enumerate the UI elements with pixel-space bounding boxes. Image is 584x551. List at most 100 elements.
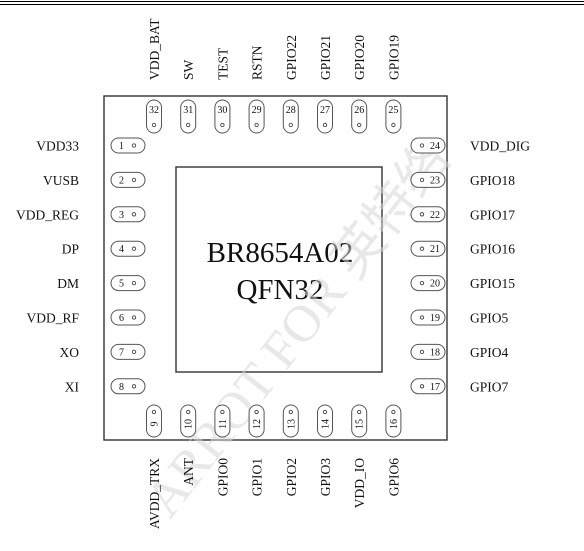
pin-contact-dot bbox=[186, 122, 191, 128]
pin-right-22: 22 GPIO17 bbox=[410, 206, 515, 223]
pin-name: GPIO4 bbox=[470, 345, 509, 360]
pin-contact-dot bbox=[220, 409, 225, 415]
pin-number: 2 bbox=[119, 175, 124, 186]
pin-left-5: 5DM bbox=[57, 275, 146, 292]
pin-contact-dot bbox=[131, 177, 137, 183]
pin-number: 12 bbox=[252, 419, 263, 429]
pin-number: 32 bbox=[149, 105, 159, 116]
pin-name: DP bbox=[62, 242, 79, 257]
pin-left-3: 3 VDD_REG bbox=[16, 206, 146, 223]
pin-name: VDD_REG bbox=[16, 207, 79, 222]
pin-contact-dot bbox=[131, 280, 137, 286]
pin-contact-dot bbox=[288, 122, 293, 128]
pin-name: GPIO20 bbox=[352, 35, 367, 80]
pin-name: GPIO3 bbox=[318, 458, 333, 497]
pin-pad bbox=[180, 404, 197, 438]
pin-pad bbox=[248, 404, 265, 438]
pin-contact-dot bbox=[419, 212, 425, 217]
pin-pad bbox=[110, 378, 146, 395]
pin-number: 24 bbox=[430, 141, 440, 152]
pin-contact-dot bbox=[391, 122, 396, 128]
pin-name: GPIO7 bbox=[470, 379, 509, 394]
pin-contact-dot bbox=[419, 246, 425, 251]
pin-name: GPIO19 bbox=[386, 35, 401, 80]
pin-name: ANT bbox=[181, 457, 196, 485]
pin-number: 1 bbox=[119, 141, 124, 152]
pin-name: GPIO6 bbox=[386, 458, 401, 497]
pin-name: GPIO5 bbox=[470, 311, 509, 326]
pin-number: 25 bbox=[388, 105, 398, 116]
pin-name: GPIO21 bbox=[318, 35, 333, 80]
pin-number: 18 bbox=[430, 347, 440, 358]
pin-pad bbox=[385, 404, 402, 438]
pin-pad bbox=[110, 206, 146, 223]
pin-right-17: 17 GPIO7 bbox=[410, 378, 509, 395]
pin-number: 22 bbox=[430, 210, 440, 221]
pin-pad bbox=[110, 171, 146, 188]
pin-pad bbox=[146, 404, 162, 438]
pin-number: 13 bbox=[286, 419, 297, 429]
pin-pad bbox=[410, 137, 446, 154]
pin-pad bbox=[110, 275, 146, 292]
pin-name: GPIO16 bbox=[470, 242, 515, 257]
pin-number: 28 bbox=[286, 105, 296, 116]
pin-contact-dot bbox=[288, 409, 293, 415]
pin-contact-dot bbox=[391, 409, 396, 415]
pin-pad bbox=[214, 99, 231, 134]
pin-name: GPIO17 bbox=[470, 207, 515, 222]
pin-pad bbox=[110, 309, 146, 326]
pin-contact-dot bbox=[254, 409, 259, 415]
pin-number: 14 bbox=[321, 419, 332, 429]
pin-right-18: 18 GPIO4 bbox=[410, 343, 509, 360]
pin-pad bbox=[410, 275, 446, 292]
pin-pad bbox=[110, 240, 146, 257]
pin-contact-dot bbox=[151, 122, 157, 128]
pin-number: 31 bbox=[183, 105, 193, 116]
pin-right-19: 19 GPIO5 bbox=[410, 309, 509, 326]
pin-pad bbox=[214, 404, 231, 438]
pin-number: 23 bbox=[430, 175, 440, 186]
pin-pad bbox=[351, 404, 368, 438]
pin-contact-dot bbox=[419, 143, 425, 148]
pin-number: 11 bbox=[218, 419, 229, 429]
pin-left-8: 8XI bbox=[65, 378, 146, 395]
pin-contact-dot bbox=[220, 122, 225, 128]
pin-contact-dot bbox=[131, 246, 137, 251]
pin-name: VDD_BAT bbox=[147, 18, 162, 80]
pin-number: 30 bbox=[217, 105, 227, 116]
pin-number: 3 bbox=[119, 210, 124, 221]
pin-contact-dot bbox=[419, 280, 425, 286]
pin-number: 17 bbox=[430, 382, 440, 393]
pin-name: GPIO18 bbox=[470, 173, 515, 188]
pin-number: 5 bbox=[119, 279, 124, 290]
package-label: QFN32 bbox=[236, 274, 323, 306]
pin-pad bbox=[248, 99, 265, 134]
pin-number: 20 bbox=[430, 279, 440, 290]
pin-contact-dot bbox=[131, 212, 137, 217]
pin-number: 21 bbox=[430, 244, 440, 255]
pin-top-31: 31 SW bbox=[180, 59, 197, 134]
pin-name: SW bbox=[181, 59, 196, 80]
pin-name: VDD_RF bbox=[26, 311, 79, 326]
pin-number: 19 bbox=[430, 313, 440, 324]
pin-number: 27 bbox=[320, 105, 330, 116]
pin-name: XO bbox=[60, 345, 80, 360]
pin-number: 26 bbox=[354, 105, 364, 116]
pin-name: GPIO0 bbox=[215, 458, 230, 497]
pin-pad bbox=[180, 99, 197, 134]
pin-contact-dot bbox=[357, 122, 362, 128]
part-number-label: BR8654A02 bbox=[207, 237, 354, 269]
pin-pad bbox=[410, 206, 446, 223]
pin-contact-dot bbox=[419, 349, 425, 355]
pin-number: 10 bbox=[184, 419, 195, 429]
pin-left-7: 7XO bbox=[60, 343, 146, 360]
pin-pad bbox=[351, 99, 368, 134]
